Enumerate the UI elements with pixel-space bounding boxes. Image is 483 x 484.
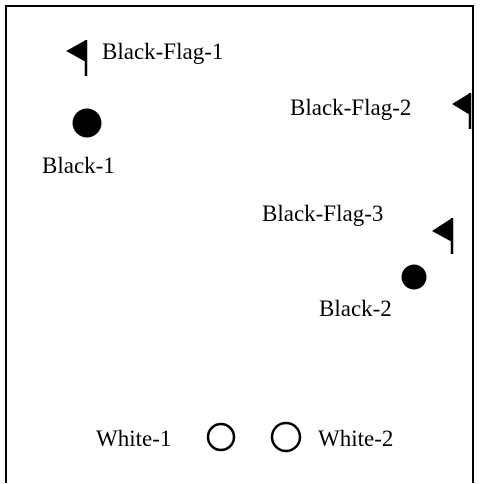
black-flag-3-icon [432,218,454,254]
black-flag-3-label: Black-Flag-3 [262,201,384,226]
black-2-label: Black-2 [319,296,392,321]
white-2-icon [270,421,302,453]
black-flag-2-label: Black-Flag-2 [290,95,412,120]
white-1-label: White-1 [96,426,172,451]
black-1-icon [72,108,102,138]
black-2-icon [401,264,427,290]
black-flag-2-icon [452,93,472,129]
black-flag-1-label: Black-Flag-1 [102,39,224,64]
white-2-label: White-2 [318,426,394,451]
black-1-label: Black-1 [42,153,115,178]
black-flag-1-icon [66,40,88,76]
white-1-icon [206,422,236,452]
diagram-frame [5,5,474,483]
